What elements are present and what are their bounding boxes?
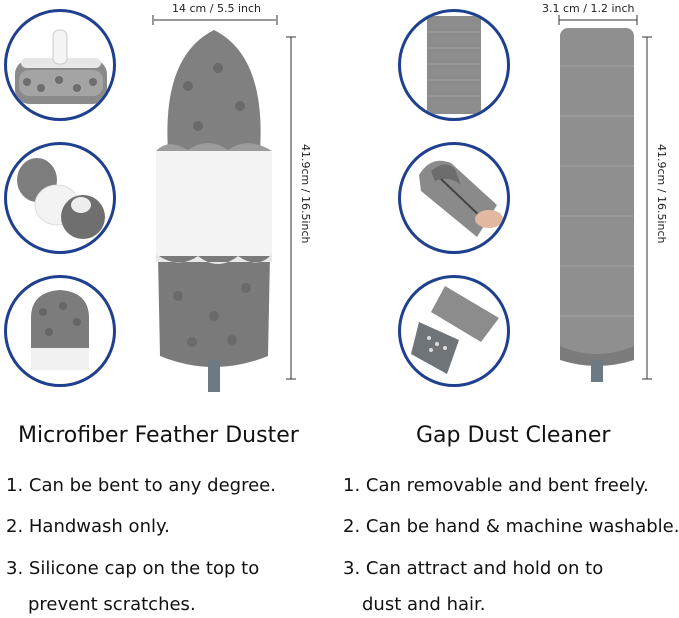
- duster-detail-circle-middle: [4, 142, 116, 254]
- duster-width-dimension: 14 cm / 5.5 inch: [152, 0, 278, 25]
- duster-feature-2: 2. Handwash only.: [6, 516, 170, 537]
- duster-height-dimension: 41.9cm / 16.5inch: [286, 36, 312, 380]
- cleaner-feature-1: 1. Can removable and bent freely.: [343, 475, 649, 496]
- cleaner-height-dimension: 41.9cm / 16.5inch: [642, 36, 672, 380]
- cleaner-detail-circle-middle: [398, 142, 510, 254]
- duster-feature-3-cont: prevent scratches.: [28, 594, 196, 615]
- duster-height-label: 41.9cm / 16.5inch: [299, 144, 312, 244]
- cleaner-feature-2: 2. Can be hand & machine washable.: [343, 516, 679, 537]
- gap-cleaner-image: [556, 26, 638, 382]
- cleaner-height-label: 41.9cm / 16.5inch: [655, 144, 668, 244]
- duster-feature-1: 1. Can be bent to any degree.: [6, 475, 276, 496]
- cleaner-title: Gap Dust Cleaner: [416, 423, 611, 448]
- cleaner-detail-circle-top: [398, 9, 510, 121]
- duster-width-label: 14 cm / 5.5 inch: [172, 2, 261, 15]
- cleaner-feature-3: 3. Can attract and hold on to: [343, 558, 604, 579]
- duster-width-arrow: [152, 15, 278, 25]
- cleaner-feature-3-cont: dust and hair.: [362, 594, 486, 615]
- cleaner-width-label: 3.1 cm / 1.2 inch: [542, 2, 635, 15]
- cleaner-width-dimension: 3.1 cm / 1.2 inch: [540, 0, 650, 26]
- duster-feature-3: 3. Silicone cap on the top to: [6, 558, 260, 579]
- duster-title: Microfiber Feather Duster: [18, 423, 299, 448]
- cleaner-height-arrow: [642, 36, 652, 380]
- duster-height-arrow: [286, 36, 296, 380]
- duster-detail-circle-top: [4, 9, 116, 121]
- cleaner-detail-circle-bottom: [398, 275, 510, 387]
- duster-detail-circle-bottom: [4, 275, 116, 387]
- feather-duster-image: [148, 26, 280, 392]
- cleaner-width-arrow: [558, 15, 638, 25]
